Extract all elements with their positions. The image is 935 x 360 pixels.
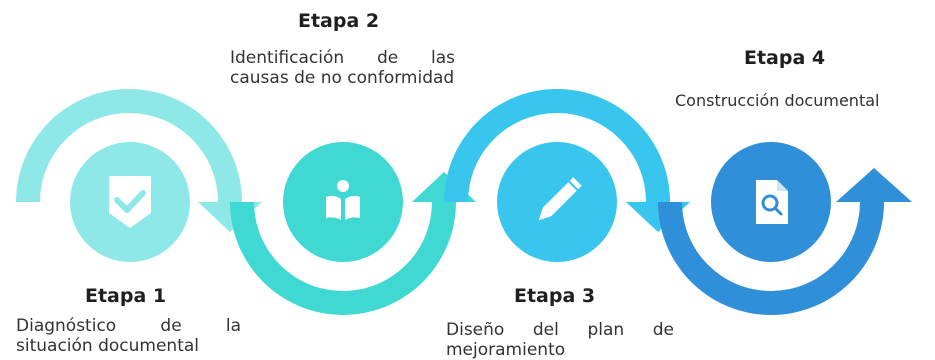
stage-1-description: Diagnóstico de la situación documental xyxy=(16,316,241,356)
stage-3-arc xyxy=(444,89,690,232)
shield-check-icon xyxy=(109,176,151,228)
stage-1-arc xyxy=(16,89,262,232)
reading-book-icon xyxy=(326,180,360,220)
stage-4-title: Etapa 4 xyxy=(744,47,826,69)
stage-3-description: Diseño del plan de mejoramiento xyxy=(446,320,674,360)
stage-2-circle xyxy=(283,142,403,262)
stage-4-description: Construcción documental xyxy=(675,91,880,110)
stage-4-arc xyxy=(658,168,912,315)
stage-1-title: Etapa 1 xyxy=(85,285,167,307)
stage-3-title: Etapa 3 xyxy=(514,285,596,307)
stage-2-arc xyxy=(230,172,476,315)
document-search-icon xyxy=(756,180,788,224)
stage-2-title: Etapa 2 xyxy=(298,10,380,32)
stage-2-description: Identificación de las causas de no confo… xyxy=(230,48,455,88)
